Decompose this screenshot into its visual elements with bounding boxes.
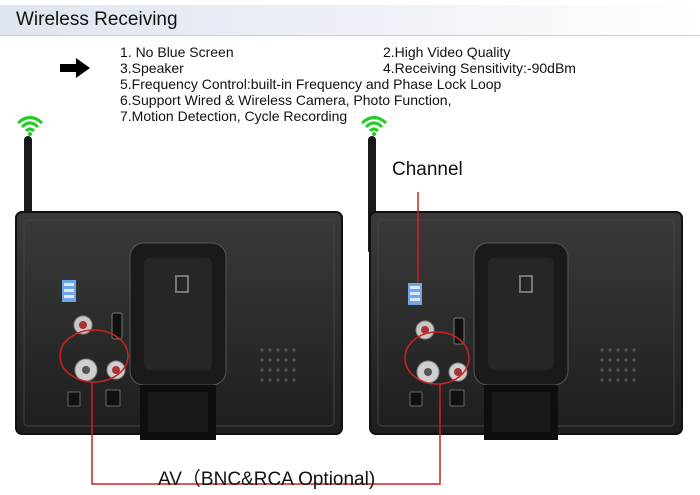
feature-3: 3.Speaker [120, 60, 184, 76]
feature-5: 5.Frequency Control:built-in Frequency a… [120, 76, 502, 92]
monitor-left [15, 136, 343, 440]
wifi-icon [16, 116, 44, 136]
section-header: Wireless Receiving [0, 5, 700, 35]
callout-lines [91, 192, 441, 485]
monitor-right [368, 136, 683, 440]
channel-label: Channel [392, 159, 463, 180]
av-label: AV（BNC&RCA Optional) [158, 469, 376, 490]
feature-2: 2.High Video Quality [383, 44, 511, 60]
section-title: Wireless Receiving [16, 9, 178, 30]
arrow-right-icon [60, 58, 90, 78]
wifi-icon [360, 116, 388, 136]
header-divider [0, 35, 700, 36]
feature-7: 7.Motion Detection, Cycle Recording [120, 108, 348, 124]
feature-4: 4.Receiving Sensitivity:-90dBm [383, 60, 576, 76]
feature-6: 6.Support Wired & Wireless Camera, Photo… [120, 92, 452, 108]
feature-1: 1. No Blue Screen [120, 44, 234, 60]
